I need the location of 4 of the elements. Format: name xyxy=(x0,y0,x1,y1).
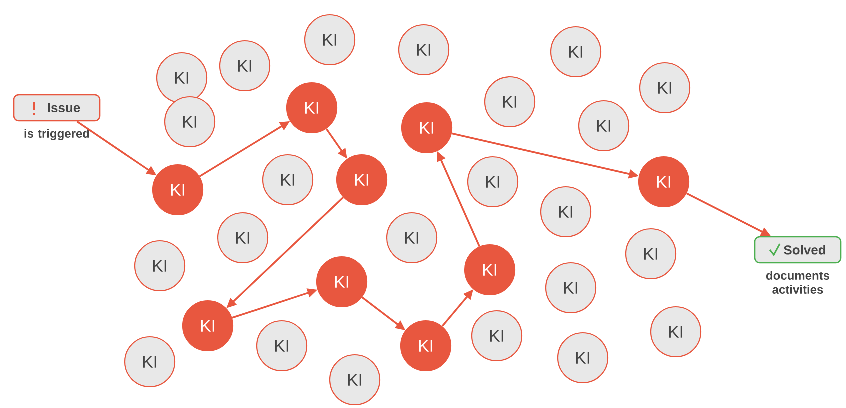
status-box: Solved xyxy=(754,236,842,264)
caption-text: documents activities xyxy=(766,271,830,294)
status-box: Issue xyxy=(13,94,101,122)
caption-text: is triggered xyxy=(24,129,90,140)
